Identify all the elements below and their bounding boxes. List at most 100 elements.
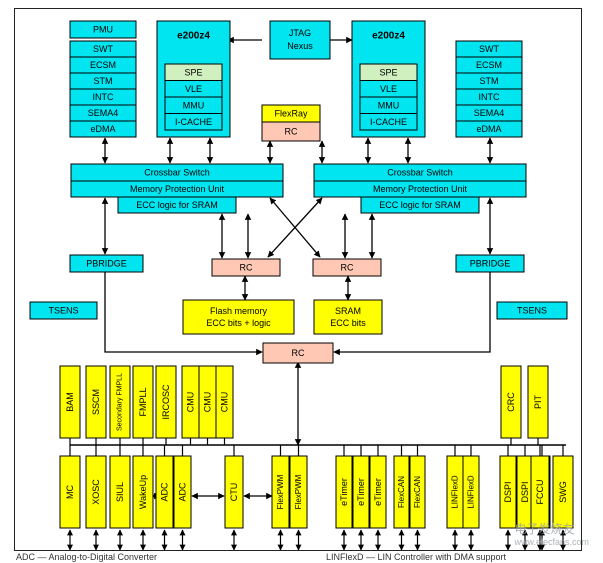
lower-label-1: XOSC xyxy=(91,479,101,505)
lower-label-10: eTimer xyxy=(356,478,366,506)
upper-pit-9 xyxy=(527,365,549,439)
left-periph-ecsm-label: ECSM xyxy=(90,60,116,70)
right-periph-sema4-label: SEMA4 xyxy=(474,108,505,118)
right-crossbar-ecc xyxy=(360,196,480,214)
left-periph-stm-label: STM xyxy=(94,76,113,86)
lower-fccu-19 xyxy=(530,455,550,529)
right-periph-ecsm-label: ECSM xyxy=(476,60,502,70)
right-rc-label: RC xyxy=(341,263,354,273)
lower-siul-2 xyxy=(109,455,131,529)
lower-label-19: FCCU xyxy=(535,480,545,505)
bottom-rc-label: RC xyxy=(292,348,305,358)
right-crossbar-ecc-label: ECC logic for SRAM xyxy=(379,200,461,210)
right-core-icache xyxy=(359,113,418,131)
lower-label-2: SIUL xyxy=(115,482,125,502)
left-pbridge-label: PBRIDGE xyxy=(86,259,127,269)
lower-label-17: DSPI xyxy=(520,481,530,502)
footnote-caption: ADC — Analog-to-Digital Converter LINFle… xyxy=(16,552,586,563)
jtag-nexus-block xyxy=(269,20,331,60)
lower-flexpwm-8 xyxy=(289,455,308,529)
upper-label-0: BAM xyxy=(65,392,75,412)
upper-label-8: CRC xyxy=(506,392,516,412)
lower-label-11: eTimer xyxy=(373,478,383,506)
lower-label-12: FlexCAN xyxy=(397,476,406,508)
lower-linflexd-15 xyxy=(462,455,480,529)
nexus-label: Nexus xyxy=(287,41,313,51)
upper-fmpll-3 xyxy=(132,365,154,439)
right-periph-edma xyxy=(455,120,523,138)
left-periph-swt-label: SWT xyxy=(93,44,113,54)
lower-mc-0 xyxy=(59,455,81,529)
right-core-title: e200z4 xyxy=(372,31,405,42)
upper-crc-8 xyxy=(500,365,522,439)
left-pbridge xyxy=(69,254,144,273)
flash-line2: ECC bits + logic xyxy=(206,318,271,328)
lower-label-5: ADC xyxy=(178,482,188,502)
left-crossbar-ecc-label: ECC logic for SRAM xyxy=(136,200,218,210)
upper-label-1: SSCM xyxy=(91,389,101,415)
left-rc-label: RC xyxy=(240,263,253,273)
lower-label-6: CTU xyxy=(229,483,239,502)
lower-label-9: eTimer xyxy=(339,478,349,506)
right-crossbar-mpu-label: Memory Protection Unit xyxy=(373,184,468,194)
upper-cmu-7 xyxy=(215,365,234,439)
flash-memory-block xyxy=(182,299,295,335)
left-core-title: e200z4 xyxy=(177,31,210,42)
lower-label-0: MC xyxy=(65,485,75,499)
flexray-rc-block-label: RC xyxy=(285,127,298,137)
lower-label-4: ADC xyxy=(160,482,170,502)
upper-secondary-fmpll-2 xyxy=(109,365,131,439)
lower-xosc-1 xyxy=(85,455,107,529)
right-core-icache-label: I-CACHE xyxy=(370,117,407,127)
upper-label-3: FMPLL xyxy=(138,387,148,416)
lower-ctu-6 xyxy=(224,455,244,529)
right-rc xyxy=(312,258,382,277)
lower-label-14: LINFlexD xyxy=(451,475,460,509)
left-core-icache-label: I-CACHE xyxy=(175,117,212,127)
right-tsens-label: TSENS xyxy=(517,306,547,316)
right-crossbar-switch-label: Crossbar Switch xyxy=(387,168,453,178)
lower-label-20: SWG xyxy=(558,481,568,503)
left-periph-edma xyxy=(69,120,137,138)
lower-adc-5 xyxy=(173,455,192,529)
left-crossbar-mpu-label: Memory Protection Unit xyxy=(130,184,225,194)
right-periph-intc-label: INTC xyxy=(479,92,500,102)
left-tsens-label: TSENS xyxy=(48,306,78,316)
lower-flexcan-13 xyxy=(409,455,426,529)
upper-label-5: CMU xyxy=(186,392,196,413)
upper-label-9: PIT xyxy=(533,395,543,410)
left-core-spe-label: SPE xyxy=(184,67,202,77)
upper-label-6: CMU xyxy=(203,392,213,413)
left-core-mmu-label: MMU xyxy=(183,100,205,110)
lower-label-3: WakeUp xyxy=(138,475,148,509)
left-core-vle-label: VLE xyxy=(185,84,202,94)
lower-etimer-11 xyxy=(369,455,387,529)
upper-bam-0 xyxy=(59,365,81,439)
left-periph-edma-label: eDMA xyxy=(90,124,115,134)
lower-label-7: FlexPWM xyxy=(276,474,285,509)
lower-wakeup-3 xyxy=(132,455,154,529)
lower-flexcan-12 xyxy=(393,455,410,529)
lower-label-8: FlexPWM xyxy=(294,474,303,509)
flash-line1: Flash memory xyxy=(210,306,268,316)
left-crossbar-switch-label: Crossbar Switch xyxy=(144,168,210,178)
watermark-url: www.elecfans.com xyxy=(514,537,589,547)
flexray-rc-block xyxy=(261,121,321,142)
pmu-block-label: PMU xyxy=(93,25,113,35)
right-pbridge-label: PBRIDGE xyxy=(470,259,511,269)
watermark: 电子发烧友 www.elecfans.com xyxy=(514,520,589,547)
upper-label-7: CMU xyxy=(220,392,230,413)
caption-right: LINFlexD — LIN Controller with DMA suppo… xyxy=(326,552,507,562)
left-core-icache xyxy=(164,113,223,131)
upper-sscm-1 xyxy=(85,365,107,439)
left-tsens xyxy=(29,301,98,320)
watermark-text: 电子发烧友 xyxy=(514,522,575,536)
right-tsens xyxy=(496,301,568,320)
upper-ircosc-4 xyxy=(155,365,177,439)
bottom-rc xyxy=(262,342,334,364)
left-periph-intc-label: INTC xyxy=(93,92,114,102)
lower-adc-4 xyxy=(155,455,174,529)
pmu-block xyxy=(69,20,137,39)
lower-label-15: LINFlexD xyxy=(467,475,476,509)
